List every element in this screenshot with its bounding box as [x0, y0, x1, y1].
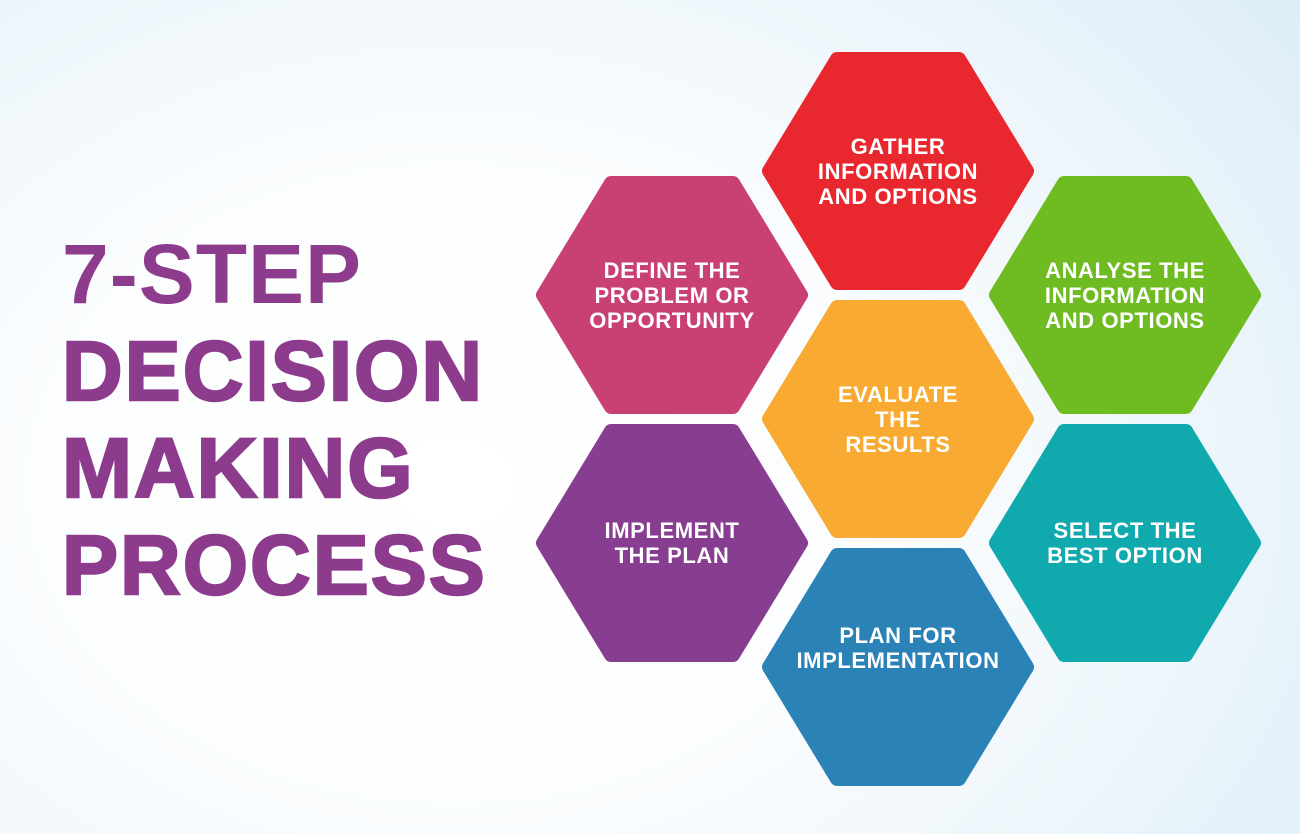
title-line-step-count: 7-STEP [62, 227, 363, 321]
label-line: RESULTS [845, 431, 951, 457]
title-line-making: MAKING [61, 420, 415, 516]
label-line: PLAN FOR [839, 623, 957, 648]
hexagon-label: EVALUATE THE RESULTS [762, 300, 1034, 538]
label-line: INFORMATION [1044, 282, 1206, 308]
label-line: INFORMATION [817, 158, 979, 184]
label-line: GATHER [850, 133, 946, 159]
title-line-decision: DECISION [61, 323, 485, 419]
hexagon-plan-for-implementation: PLAN FOR IMPLEMENTATION [762, 548, 1034, 786]
label-line: IMPLEMENTATION [796, 648, 1000, 673]
label-line: BEST OPTION [1047, 543, 1203, 568]
hexagon-shape [762, 52, 1034, 290]
hexagon-shape [989, 424, 1261, 662]
hexagon-shape [536, 424, 808, 662]
hexagon-select-the-best-option: SELECT THE BEST OPTION [989, 424, 1261, 662]
hexagon-shape [536, 176, 808, 414]
label-line: EVALUATE [837, 381, 959, 407]
label-line: AND OPTIONS [1045, 307, 1205, 333]
label-line: PROBLEM OR [594, 282, 750, 308]
hexagon-label: DEFINE THE PROBLEM OR OPPORTUNITY [536, 176, 808, 414]
label-line: IMPLEMENT [604, 518, 740, 543]
hexagon-implement-the-plan: IMPLEMENT THE PLAN [536, 424, 808, 662]
label-line: AND OPTIONS [818, 183, 978, 209]
label-line: DEFINE THE [603, 257, 741, 283]
label-line: THE PLAN [614, 543, 730, 568]
hexagon-shape [762, 548, 1034, 786]
label-line: SELECT THE [1053, 518, 1197, 543]
label-line: THE [875, 406, 921, 432]
hexagon-label: IMPLEMENT THE PLAN [536, 424, 808, 662]
hexagon-label: SELECT THE BEST OPTION [989, 424, 1261, 662]
hexagon-shape [989, 176, 1261, 414]
page-title: 7-STEP DECISION MAKING PROCESS [61, 226, 487, 614]
label-line: ANALYSE THE [1045, 257, 1205, 283]
hexagon-analyse-the-information-and-options: ANALYSE THE INFORMATION AND OPTIONS [989, 176, 1261, 414]
hexagon-label: GATHER INFORMATION AND OPTIONS [762, 52, 1034, 290]
title-line-process: PROCESS [61, 517, 487, 613]
hexagon-gather-information-and-options: GATHER INFORMATION AND OPTIONS [762, 52, 1034, 290]
hexagon-shape [762, 300, 1034, 538]
label-line: OPPORTUNITY [589, 307, 755, 333]
hexagon-evaluate-the-results: EVALUATE THE RESULTS [762, 300, 1034, 538]
hexagon-define-the-problem-or-opportunity: DEFINE THE PROBLEM OR OPPORTUNITY [536, 176, 808, 414]
hexagon-label: ANALYSE THE INFORMATION AND OPTIONS [989, 176, 1261, 414]
hexagon-label: PLAN FOR IMPLEMENTATION [762, 548, 1034, 786]
